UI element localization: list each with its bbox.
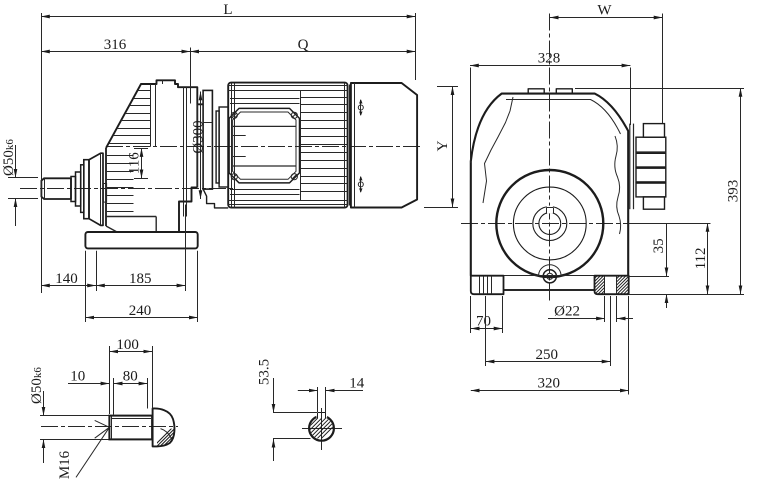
svg-text:328: 328	[538, 51, 561, 67]
svg-text:14: 14	[349, 376, 365, 392]
svg-text:393: 393	[726, 180, 742, 203]
svg-text:Ø50k6: Ø50k6	[1, 139, 17, 176]
svg-text:320: 320	[537, 376, 560, 392]
svg-text:Ø300: Ø300	[191, 120, 207, 153]
svg-text:112: 112	[693, 247, 709, 269]
svg-text:140: 140	[55, 271, 78, 287]
svg-text:53.5: 53.5	[257, 359, 273, 385]
svg-text:L: L	[223, 2, 232, 18]
svg-text:316: 316	[104, 37, 127, 53]
svg-text:W: W	[597, 3, 612, 19]
svg-text:70: 70	[476, 314, 491, 330]
svg-text:Q: Q	[298, 37, 309, 53]
svg-text:Y: Y	[435, 140, 451, 151]
svg-text:Ø50k6: Ø50k6	[29, 367, 45, 404]
svg-text:35: 35	[651, 238, 667, 253]
svg-text:250: 250	[535, 347, 558, 363]
svg-text:240: 240	[129, 303, 152, 319]
svg-text:100: 100	[116, 337, 139, 353]
svg-text:80: 80	[123, 368, 138, 384]
svg-text:10: 10	[70, 368, 85, 384]
svg-text:185: 185	[129, 271, 152, 287]
svg-text:M16: M16	[57, 450, 73, 479]
svg-text:Ø22: Ø22	[554, 303, 580, 319]
svg-text:116: 116	[127, 152, 143, 174]
